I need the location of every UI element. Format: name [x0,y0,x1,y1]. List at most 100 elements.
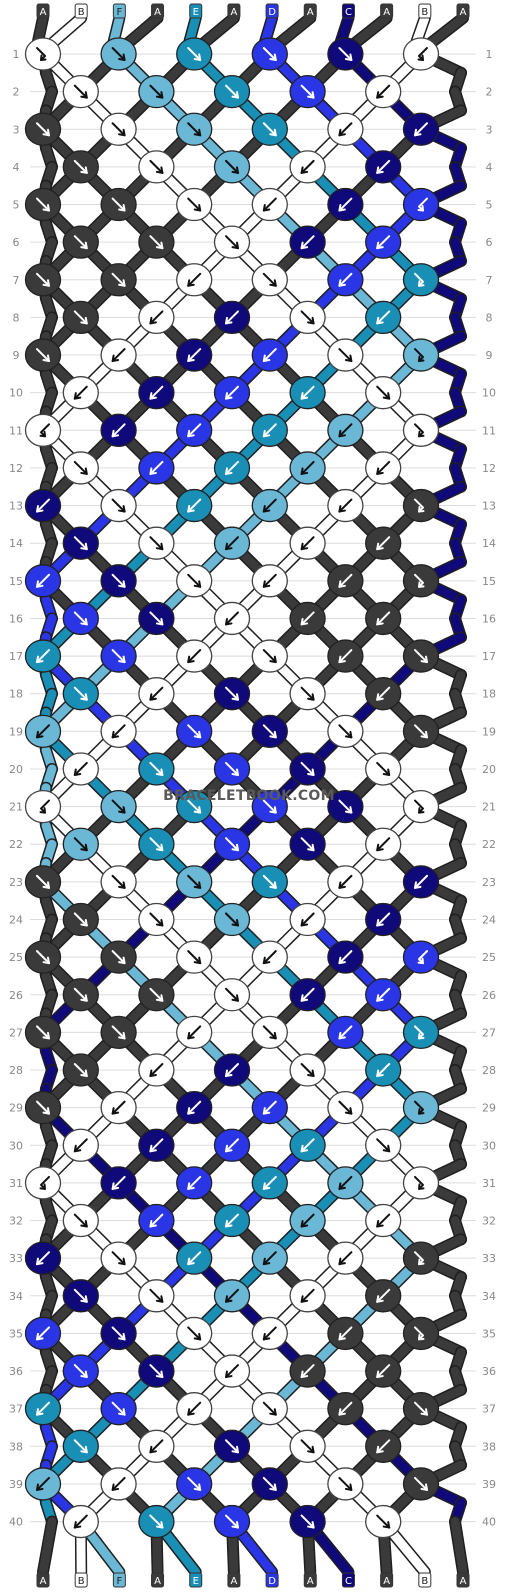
knot-arrow-head [42,128,50,137]
row-number-right: 8 [486,311,493,324]
knot-arrow-icon [187,122,202,137]
knot [251,1316,288,1351]
knot-arrow-icon [262,122,277,137]
knot-arrow-head [149,316,157,325]
knot [251,1090,288,1125]
knot-arrow-head [187,1408,195,1416]
knot-arrow-head [262,1182,271,1190]
knot [251,564,288,598]
knot-arrow-head [269,128,277,137]
knot [62,150,99,184]
knot-arrow-head [231,1521,239,1529]
knot-arrow-head [376,316,384,325]
knot-arrow-icon [376,310,391,325]
knot-arrow-icon [300,987,315,1002]
knot-arrow-icon [414,1326,424,1341]
knot-arrow-head [376,1295,384,1303]
knot-arrow-head [80,166,88,174]
knot-arrow-head [338,1332,346,1341]
knot [365,74,402,109]
knot [176,1166,213,1200]
knot [176,564,213,598]
knot-arrow-head [269,881,277,889]
knot-arrow-icon [376,1063,391,1078]
knot-arrow-icon [376,912,391,927]
knot [213,150,251,184]
knot-arrow-head [262,505,271,513]
knot-arrow-head [300,617,309,626]
knot [138,451,175,485]
knot-arrow-head [225,316,233,325]
knot-arrow-head [118,1031,126,1040]
row-number-left: 39 [9,1478,23,1491]
knot [327,639,364,673]
knot-arrow-head [187,1257,195,1266]
strand-label-bottom: C [345,1576,352,1587]
knot [176,413,213,447]
knot [24,1241,62,1275]
knot-arrow-head [231,768,239,776]
row-number-right: 11 [482,424,496,437]
knot-arrow-head [155,994,164,1002]
row-number-right: 40 [482,1516,496,1529]
knot-arrow-head [382,768,391,776]
row-number-right: 16 [482,612,496,625]
knot-arrow-icon [338,573,353,588]
knot-arrow-icon [36,1251,50,1266]
knot-arrow-icon [36,1476,50,1491]
knot-arrow-icon [376,1138,391,1153]
knot [251,789,288,824]
knot-arrow-head [269,1483,277,1491]
knot-arrow-head [193,580,202,588]
thread [422,13,468,51]
knot-arrow-icon [36,197,50,212]
knot [100,1015,137,1050]
knot [251,112,288,146]
knot-arrow-head [36,1408,44,1416]
knot-arrow-head [376,542,384,551]
knot [289,1203,326,1238]
knot [327,865,364,899]
knot-arrow-head [42,279,50,287]
row-number-right: 10 [482,387,496,400]
knot-arrow-head [300,994,309,1002]
knot [24,940,62,974]
knot-arrow-head [376,994,384,1002]
knot-arrow-icon [225,84,239,99]
row-number-left: 36 [9,1365,23,1378]
knot [327,714,364,748]
knot-arrow-icon [73,1288,88,1303]
knot-arrow-head [338,204,346,212]
knot-arrow-icon [300,159,315,174]
knot [402,639,440,673]
knot [24,865,62,899]
row-number-right: 6 [486,236,493,249]
knot-arrow-icon [111,1476,126,1491]
knot [213,1128,251,1162]
knot [24,263,62,297]
knot [327,1166,364,1200]
knot-arrow-head [80,843,88,852]
knot-arrow-head [262,354,271,363]
knot [24,714,62,748]
knot [251,263,288,297]
row-number-left: 25 [9,951,23,964]
knot-arrow-icon [73,1213,88,1228]
strand-label-top: D [268,7,276,18]
knot [24,1015,62,1050]
row-number-right: 19 [482,725,496,738]
knot-arrow-icon [36,122,50,137]
row-number-left: 15 [9,575,23,588]
thread [450,1517,468,1577]
knot-arrow-head [338,1182,346,1190]
knot-arrow-icon [187,573,202,588]
knot [100,564,137,598]
strand-label-bottom: E [193,1576,199,1587]
knot-arrow-head [338,1408,346,1416]
knot [327,488,364,523]
knot-arrow-head [149,392,157,400]
knot-arrow-head [225,1370,233,1379]
knot [62,74,99,109]
knot-arrow-icon [111,1251,126,1266]
knot-arrow-icon [338,724,353,739]
